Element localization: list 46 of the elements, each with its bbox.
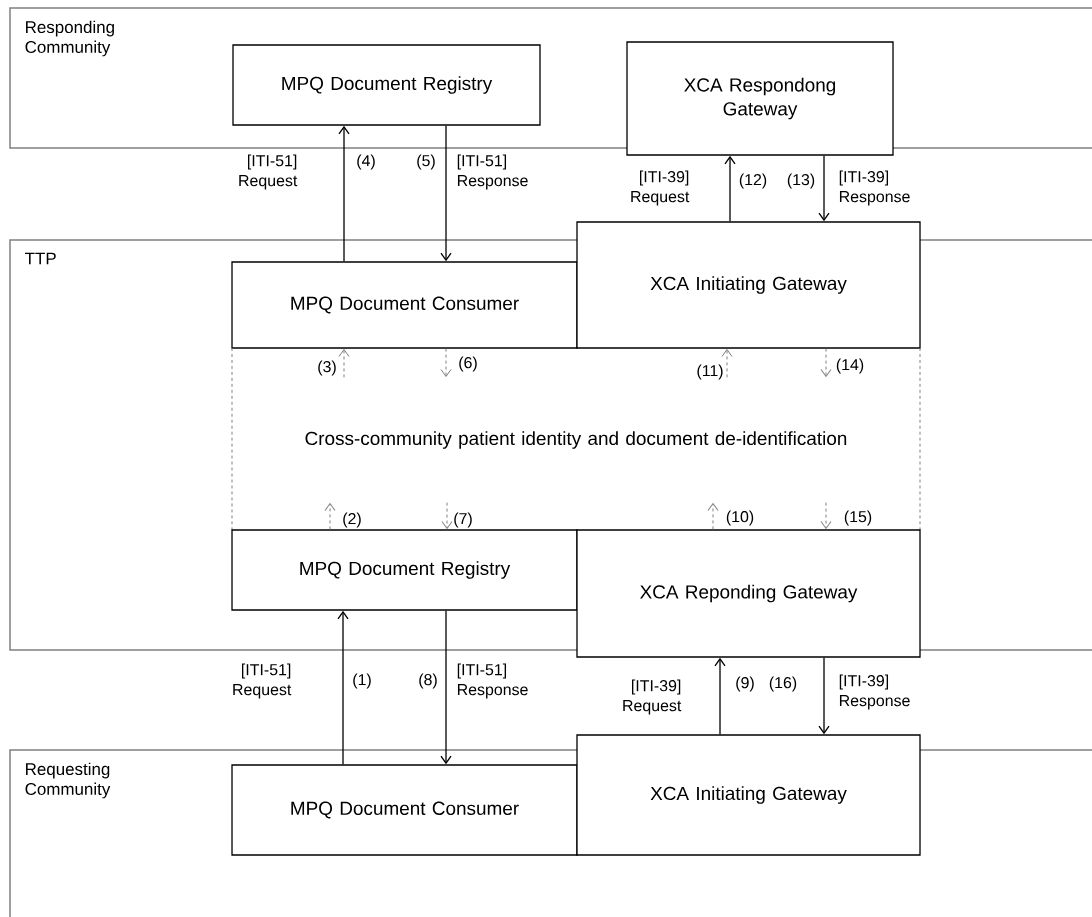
transaction-label: [ITI-39] Request [623, 679, 682, 715]
edge-label: (13) [785, 172, 817, 190]
edge-label: (14) [834, 357, 866, 375]
transaction-label: [ITI-51] Response [457, 663, 528, 699]
component-box: XCA Initiating Gateway [576, 734, 921, 856]
component-box: MPQ Document Registry [232, 44, 541, 126]
arrow [440, 125, 452, 262]
arrow [324, 503, 336, 530]
transaction-label: [ITI-51] Request [233, 663, 292, 699]
arrow [721, 349, 733, 378]
edge-label: (5) [415, 153, 437, 171]
edge-label: (2) [341, 511, 363, 529]
edge-label: (7) [452, 511, 474, 529]
edge-label: (8) [417, 672, 439, 690]
edge-label: (16) [767, 675, 799, 693]
edge-label: (3) [316, 359, 338, 377]
edge-label: (11) [695, 363, 725, 381]
arrow [820, 348, 832, 377]
arrow [820, 502, 832, 529]
transaction-label: [ITI-51] Response [457, 154, 528, 190]
arrow [440, 610, 452, 765]
arrow [724, 155, 736, 222]
edge-label: (1) [351, 672, 373, 690]
arrow [440, 348, 452, 377]
component-box: MPQ Document Registry [231, 529, 578, 611]
transaction-label: [ITI-39] Response [839, 674, 910, 710]
arrow [338, 349, 350, 378]
transaction-label: [ITI-39] Request [631, 170, 690, 206]
component-box: MPQ Document Consumer [231, 261, 578, 349]
edge-label: (15) [842, 509, 874, 527]
arrow [441, 502, 453, 529]
component-box: XCA Initiating Gateway [576, 221, 921, 349]
edge-label: (12) [737, 172, 769, 190]
arrow [337, 610, 349, 765]
arrow [707, 503, 719, 530]
arrow [714, 657, 726, 735]
edge-label: (10) [724, 509, 756, 527]
transaction-label: [ITI-51] Request [239, 154, 298, 190]
edge-label: (6) [457, 355, 479, 373]
edge-label: (4) [355, 153, 377, 171]
arrow [818, 657, 830, 735]
edge-label: (9) [734, 675, 756, 693]
transaction-label: [ITI-39] Response [839, 170, 910, 206]
arrow [818, 155, 830, 222]
component-box: MPQ Document Consumer [231, 764, 578, 856]
arrow [338, 125, 350, 262]
